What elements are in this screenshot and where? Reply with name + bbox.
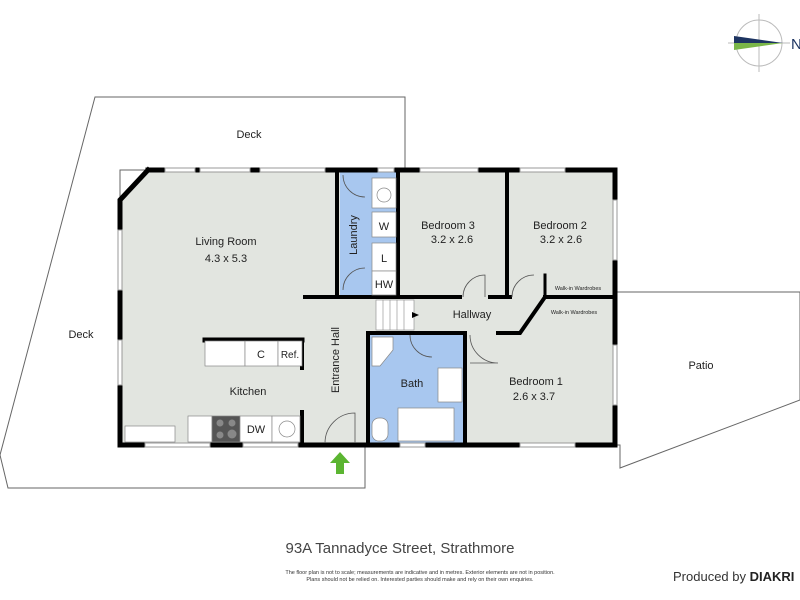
compass-icon: [728, 14, 790, 72]
compass-north-label: N: [791, 36, 800, 53]
disclaimer: The floor plan is not to scale; measurem…: [250, 570, 590, 584]
deck-left-label: Deck: [68, 329, 94, 341]
doors[interactable]: [324, 174, 535, 444]
entry-arrow-icon: [330, 452, 350, 474]
laundry-fixture-w: W: [379, 221, 390, 233]
bath-fixtures: [371, 336, 463, 442]
kitchen-label: Kitchen: [230, 386, 267, 398]
bedroom1-size: 2.6 x 3.7: [513, 391, 555, 403]
property-address: 93A Tannadyce Street, Strathmore: [285, 540, 515, 557]
house-floor: [120, 170, 615, 445]
laundry-fixture-l: L: [381, 253, 387, 265]
bedroom2-label: Bedroom 2: [533, 220, 587, 232]
wardrobe-label-2: Walk-in Wardrobes: [551, 310, 598, 316]
bedroom3-size: 3.2 x 2.6: [431, 234, 473, 246]
walls: [117, 166, 618, 448]
living-room-label: Living Room: [195, 236, 256, 248]
laundry-fixtures: [371, 177, 397, 296]
entrance-hall-label: Entrance Hall: [330, 327, 342, 393]
laundry-label: Laundry: [348, 215, 360, 255]
hallway-label: Hallway: [453, 309, 492, 321]
laundry-fixture-hw: HW: [375, 279, 394, 291]
bedroom2-size: 3.2 x 2.6: [540, 234, 582, 246]
deck-top-label: Deck: [236, 129, 262, 141]
producer-brand: DIAKRI: [749, 569, 795, 584]
patio-label: Patio: [688, 360, 713, 372]
bedroom3-label: Bedroom 3: [421, 220, 475, 232]
bath-label: Bath: [401, 378, 424, 390]
kitchen-fixture-ref: Ref.: [281, 350, 299, 361]
living-room-size: 4.3 x 5.3: [205, 253, 247, 265]
wardrobe-label-1: Walk-in Wardrobes: [555, 286, 602, 292]
kitchen-fixture-dw: DW: [247, 424, 266, 436]
kitchen-fixtures: [124, 340, 303, 443]
cooktop-burners: [216, 419, 237, 439]
windows: [117, 167, 618, 448]
stairs-arrow-icon: [412, 312, 419, 318]
kitchen-fixture-c: C: [257, 349, 265, 361]
bedroom1-label: Bedroom 1: [509, 376, 563, 388]
disclaimer-line-2: Plans should not be relied on. Intereste…: [306, 577, 534, 583]
disclaimer-line-1: The floor plan is not to scale; measurem…: [285, 570, 555, 576]
producer-prefix: Produced by: [673, 569, 746, 584]
stairs: [375, 299, 415, 331]
producer-credit: Produced by DIAKRI: [673, 569, 794, 584]
patio-outline: [614, 291, 800, 469]
